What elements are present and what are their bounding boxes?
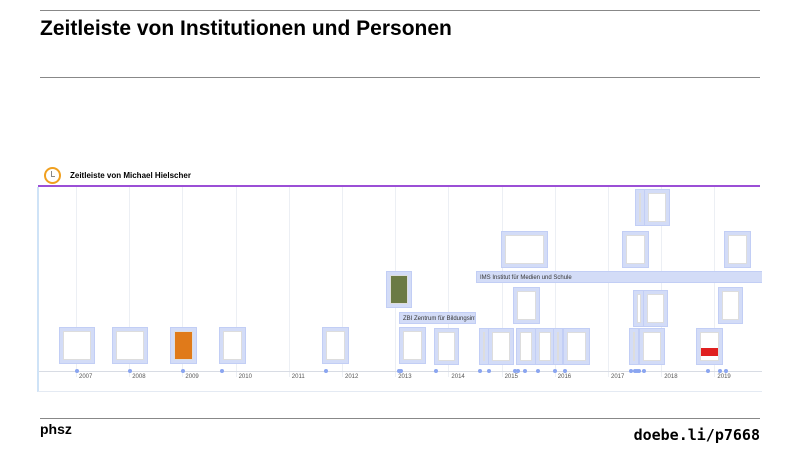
event-marker[interactable]: [553, 369, 557, 373]
event-marker[interactable]: [181, 369, 185, 373]
event-marker[interactable]: [637, 369, 641, 373]
event-marker[interactable]: [75, 369, 79, 373]
timeline-panel[interactable]: IMS Institut für Medien und Schule ZBI Z…: [37, 187, 762, 392]
document-thumbnail[interactable]: [643, 290, 668, 327]
year-gridline: [182, 187, 184, 377]
document-thumbnail[interactable]: [219, 327, 246, 364]
document-thumbnail[interactable]: [644, 189, 670, 226]
document-thumbnail[interactable]: [513, 287, 540, 324]
document-thumbnail[interactable]: [718, 287, 743, 324]
footer-left: phsz: [40, 421, 72, 437]
event-marker[interactable]: [487, 369, 491, 373]
event-marker[interactable]: [706, 369, 710, 373]
document-thumbnail[interactable]: [535, 328, 555, 365]
event-marker[interactable]: [516, 369, 520, 373]
document-thumbnail[interactable]: [386, 271, 412, 308]
year-gridline: [288, 187, 290, 377]
event-marker[interactable]: [220, 369, 224, 373]
document-thumbnail[interactable]: [59, 327, 95, 364]
document-thumbnail[interactable]: [724, 231, 751, 268]
year-label: 2015: [504, 374, 518, 380]
footer-link[interactable]: doebe.li/p7668: [633, 426, 760, 444]
year-label: 2017: [611, 374, 625, 380]
event-marker[interactable]: [399, 369, 403, 373]
document-thumbnail[interactable]: [488, 328, 514, 365]
event-marker[interactable]: [324, 369, 328, 373]
document-thumbnail[interactable]: [639, 328, 665, 365]
top-rule: [40, 10, 760, 11]
year-label: 2014: [451, 374, 465, 380]
document-thumbnail[interactable]: [516, 328, 536, 365]
year-label: 2011: [291, 374, 305, 380]
band-ims[interactable]: IMS Institut für Medien und Schule: [476, 271, 762, 283]
document-thumbnail[interactable]: [563, 328, 590, 365]
year-label: 2018: [664, 374, 678, 380]
document-thumbnail[interactable]: [696, 328, 723, 365]
header-divider: [38, 185, 760, 187]
year-gridline: [235, 187, 237, 377]
year-label: 2013: [398, 374, 412, 380]
document-thumbnail[interactable]: [399, 327, 426, 364]
year-label: 2019: [717, 374, 731, 380]
event-marker[interactable]: [128, 369, 132, 373]
year-label: 2010: [238, 374, 252, 380]
timeline-title: Zeitleiste von Michael Hielscher: [70, 171, 191, 180]
document-thumbnail[interactable]: [622, 231, 649, 268]
event-marker[interactable]: [434, 369, 438, 373]
event-marker[interactable]: [563, 369, 567, 373]
year-label: 2008: [132, 374, 146, 380]
footer-rule: [40, 418, 760, 419]
event-marker[interactable]: [629, 369, 633, 373]
year-gridline: [129, 187, 131, 377]
event-marker[interactable]: [724, 369, 728, 373]
event-marker[interactable]: [523, 369, 527, 373]
clock-icon: [44, 167, 61, 184]
document-thumbnail[interactable]: [434, 328, 459, 365]
event-marker[interactable]: [642, 369, 646, 373]
band-zbi[interactable]: ZBI Zentrum für Bildungsinfor: [399, 312, 476, 324]
title-rule: [40, 77, 760, 78]
year-label: 2007: [79, 374, 93, 380]
year-label: 2012: [345, 374, 359, 380]
year-gridline: [448, 187, 450, 377]
year-gridline: [342, 187, 343, 377]
year-label: 2016: [557, 374, 572, 380]
document-thumbnail[interactable]: [553, 328, 563, 365]
document-thumbnail[interactable]: [629, 328, 639, 365]
event-marker[interactable]: [536, 369, 540, 373]
event-marker[interactable]: [478, 369, 482, 373]
document-thumbnail[interactable]: [501, 231, 548, 268]
document-thumbnail[interactable]: [112, 327, 148, 364]
year-label: 2009: [185, 374, 199, 380]
event-marker[interactable]: [718, 369, 722, 373]
page-title: Zeitleiste von Institutionen und Persone…: [40, 17, 452, 40]
document-thumbnail[interactable]: [322, 327, 349, 364]
event-marker[interactable]: [513, 369, 517, 373]
document-thumbnail[interactable]: [170, 327, 197, 364]
year-gridline: [76, 187, 77, 377]
